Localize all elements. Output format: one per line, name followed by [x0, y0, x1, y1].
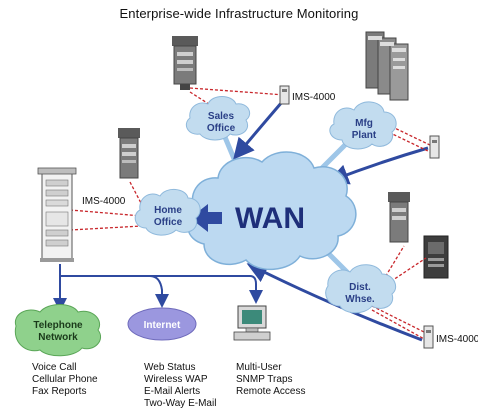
internet-cloud: Internet: [127, 307, 197, 341]
server-icon: [388, 192, 410, 243]
server-cluster-icon: [365, 31, 409, 101]
cloud-label-telephone-2: Network: [38, 332, 78, 343]
telephone-list-item: Cellular Phone: [32, 374, 98, 385]
cloud-label-mfg-1: Mfg: [355, 118, 373, 129]
arrow-sales-to-wan: [233, 101, 284, 160]
output-links: [53, 264, 263, 312]
internet-list-item: E-Mail Alerts: [144, 386, 200, 397]
server-icon: [172, 36, 198, 90]
arrow-mfg-to-wan: [327, 146, 429, 185]
telephone-network-cloud: Telephone Network: [14, 304, 102, 357]
computer-icon: [233, 305, 271, 341]
ims-device-icon: [279, 85, 290, 105]
cloud-label-home-2: Office: [154, 217, 183, 228]
wan-label: WAN: [235, 202, 305, 235]
computer-list: Multi-User SNMP Traps Remote Access: [236, 362, 305, 397]
workstation-icon: [423, 235, 449, 279]
ims-device-icon: [429, 135, 440, 159]
ims-label-dist: IMS-4000: [436, 334, 478, 345]
cloud-label-internet: Internet: [144, 320, 181, 331]
internet-list: Web Status Wireless WAP E-Mail Alerts Tw…: [144, 362, 216, 408]
cloud-label-mfg-2: Plant: [352, 130, 377, 141]
internet-list-item: Web Status: [144, 362, 196, 373]
wan-cloud: WAN: [186, 151, 357, 271]
ims-device-icon: [423, 325, 434, 349]
cloud-label-sales-2: Office: [207, 123, 236, 134]
site-home-office: Home Office IMS-4000: [69, 128, 201, 236]
site-mfg-plant: Mfg Plant: [329, 31, 440, 159]
ims-label-sales: IMS-4000: [292, 92, 336, 103]
computer-list-item: SNMP Traps: [236, 374, 293, 385]
telephone-list-item: Fax Reports: [32, 386, 86, 397]
computer-list-item: Remote Access: [236, 386, 305, 397]
telephone-list: Voice Call Cellular Phone Fax Reports: [32, 362, 98, 397]
telephone-list-item: Voice Call: [32, 362, 76, 373]
cloud-label-sales-1: Sales: [208, 111, 235, 122]
cloud-label-dist-2: Whse.: [345, 294, 375, 305]
ims-label-home: IMS-4000: [82, 196, 126, 207]
site-sales-office: IMS-4000 Sales Office: [172, 36, 336, 141]
server-icon: [118, 128, 140, 179]
cloud-label-telephone-1: Telephone: [33, 320, 83, 331]
cloud-label-home-1: Home: [154, 205, 182, 216]
cloud-label-dist-1: Dist.: [349, 282, 371, 293]
site-dist-whse: IMS-4000 Dist. Whse.: [325, 192, 478, 349]
computer-list-item: Multi-User: [236, 362, 282, 373]
page-title: Enterprise-wide Infrastructure Monitorin…: [119, 6, 359, 21]
arrow-wan-to-home: [190, 204, 222, 232]
rack-icon: [37, 167, 77, 262]
internet-list-item: Wireless WAP: [144, 374, 208, 385]
internet-list-item: Two-Way E-Mail: [144, 398, 216, 408]
